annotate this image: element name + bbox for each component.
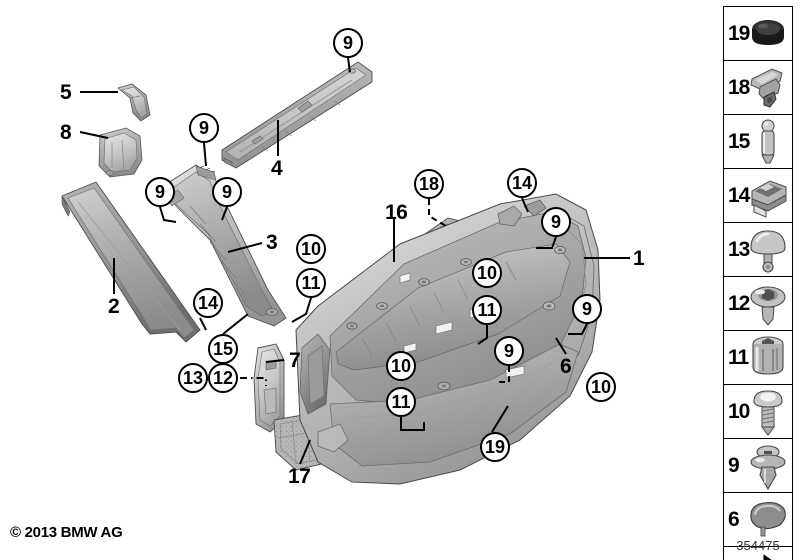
legend-number-12: 12 bbox=[728, 291, 750, 315]
callout-10-tailgate-upper: 10 bbox=[472, 258, 502, 288]
callout-17: 17 bbox=[288, 465, 311, 488]
copyright-notice: © 2013 BMW AG bbox=[10, 524, 123, 541]
bracket-clamp-icon bbox=[746, 169, 790, 223]
pin-ball-stud-icon bbox=[746, 115, 790, 169]
legend-item-6[interactable]: 6 bbox=[724, 493, 792, 547]
parts-legend: 19 18 bbox=[723, 6, 793, 560]
legend-number-15: 15 bbox=[728, 129, 750, 153]
callout-9-tailgate-right: 9 bbox=[572, 294, 602, 324]
screw-pan-head-icon bbox=[746, 385, 790, 439]
cover-cap-flat-icon bbox=[746, 493, 790, 547]
legend-number-14: 14 bbox=[728, 183, 750, 207]
callout-9-right-pillar: 9 bbox=[212, 177, 242, 207]
cap-oval-plug-icon bbox=[746, 7, 790, 61]
callout-11-pillar: 11 bbox=[296, 268, 326, 298]
legend-item-19[interactable]: 19 bbox=[724, 7, 792, 61]
legend-number-13: 13 bbox=[728, 237, 750, 261]
callout-7: 7 bbox=[289, 349, 301, 372]
callout-14-tailgate: 14 bbox=[507, 168, 537, 198]
callout-3: 3 bbox=[266, 231, 278, 254]
legend-item-13[interactable]: 13 bbox=[724, 223, 792, 277]
callout-18: 18 bbox=[414, 169, 444, 199]
callout-10-pillar: 10 bbox=[296, 234, 326, 264]
callout-5: 5 bbox=[60, 81, 72, 104]
callout-9-left-pillar: 9 bbox=[145, 177, 175, 207]
part-7-shape bbox=[253, 343, 285, 433]
exploded-parts-illustration bbox=[61, 57, 630, 485]
legend-number-19: 19 bbox=[728, 21, 750, 45]
callout-19: 19 bbox=[480, 432, 510, 462]
clip-expanding-icon bbox=[746, 439, 790, 493]
legend-number-9: 9 bbox=[728, 453, 740, 477]
rivet-dome-head-icon bbox=[746, 223, 790, 277]
callout-11-tailgate-lower: 11 bbox=[386, 387, 416, 417]
callout-8: 8 bbox=[60, 121, 72, 144]
screw-flange-head-icon bbox=[746, 277, 790, 331]
part-4-shape bbox=[221, 61, 373, 169]
leader-lines bbox=[79, 57, 630, 465]
callout-9-upper-pillar: 9 bbox=[189, 113, 219, 143]
nut-expansion-icon bbox=[746, 331, 790, 385]
legend-item-18[interactable]: 18 bbox=[724, 61, 792, 115]
legend-item-14[interactable]: 14 bbox=[724, 169, 792, 223]
legend-item-9[interactable]: 9 bbox=[724, 439, 792, 493]
callout-4: 4 bbox=[271, 157, 283, 180]
legend-item-11[interactable]: 11 bbox=[724, 331, 792, 385]
callout-15: 15 bbox=[208, 334, 238, 364]
part-2-shape bbox=[61, 181, 201, 343]
callout-16: 16 bbox=[385, 201, 408, 224]
callout-1: 1 bbox=[633, 247, 645, 270]
part-1-tailgate-trim-panel bbox=[295, 193, 601, 485]
callout-9-roof-trim: 9 bbox=[333, 28, 363, 58]
legend-item-15[interactable]: 15 bbox=[724, 115, 792, 169]
legend-number-6: 6 bbox=[728, 507, 740, 531]
diagram-id-label: 354475 bbox=[736, 538, 780, 553]
part-5-shape bbox=[117, 83, 151, 122]
legend-item-10[interactable]: 10 bbox=[724, 385, 792, 439]
callout-14-pillar: 14 bbox=[193, 288, 223, 318]
callout-10-tailgate-lower: 10 bbox=[386, 351, 416, 381]
callout-9-tailgate-center: 9 bbox=[494, 336, 524, 366]
legend-number-10: 10 bbox=[728, 399, 750, 423]
clip-hinged-cover-icon bbox=[746, 61, 790, 115]
callout-9-tailgate-upper: 9 bbox=[541, 207, 571, 237]
callout-13: 13 bbox=[178, 363, 208, 393]
part-8-shape bbox=[98, 127, 143, 178]
callout-11-tailgate-upper: 11 bbox=[472, 295, 502, 325]
legend-item-12[interactable]: 12 bbox=[724, 277, 792, 331]
legend-number-18: 18 bbox=[728, 75, 750, 99]
callout-2: 2 bbox=[108, 295, 120, 318]
callout-6: 6 bbox=[560, 355, 572, 378]
callout-12: 12 bbox=[208, 363, 238, 393]
legend-number-11: 11 bbox=[728, 345, 749, 369]
callout-10-tailgate-right: 10 bbox=[586, 372, 616, 402]
